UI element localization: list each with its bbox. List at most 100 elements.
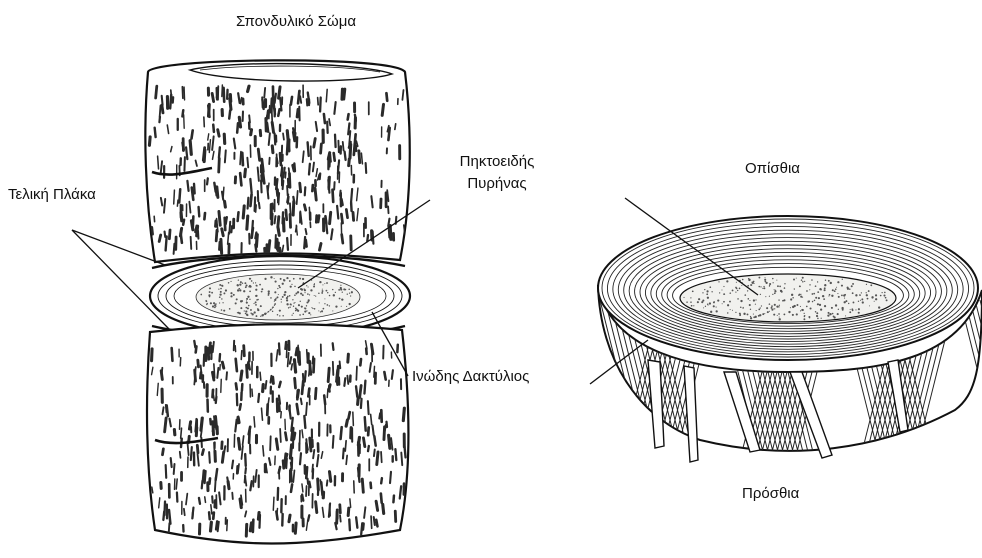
nucleus-speckle [292,299,293,300]
bone-texture-stroke [343,449,344,459]
nucleus-speckle [282,283,284,285]
nucleus-speckle [295,302,296,303]
nucleus-speckle [214,305,215,306]
nucleus-speckle [779,316,780,317]
bone-texture-stroke [201,438,202,447]
nucleus-speckle [753,299,755,301]
nucleus-speckle [862,301,864,303]
bone-texture-stroke [318,98,319,105]
nucleus-speckle [315,295,316,296]
bone-texture-stroke [381,478,382,483]
nucleus-speckle [238,279,239,280]
bone-texture-stroke [199,498,200,504]
nucleus-speckle [230,292,232,294]
upper-vertebral-body [145,60,409,262]
bone-texture-stroke [307,99,308,105]
nucleus-speckle [306,310,307,311]
nucleus-speckle [796,313,798,315]
nucleus-speckle [771,307,773,309]
nucleus-speckle [283,294,285,296]
nucleus-speckle [773,308,774,309]
nucleus-speckle [788,311,790,313]
bone-texture-stroke [166,236,167,250]
bone-texture-stroke [252,389,253,396]
bone-texture-stroke [196,346,197,352]
bone-texture-stroke [224,88,225,102]
bone-texture-stroke [161,161,162,173]
bone-texture-stroke [279,382,280,387]
bone-texture-stroke [350,499,351,507]
nucleus-speckle [294,294,296,296]
nucleus-speckle [229,308,231,310]
bone-texture-stroke [371,516,372,528]
nucleus-speckle [255,295,257,297]
nucleus-speckle [291,314,292,315]
nucleus-speckle [884,292,886,294]
bone-texture-stroke [216,230,217,241]
nucleus-speckle [255,289,257,291]
bone-texture-stroke [374,366,375,377]
nucleus-speckle [723,301,725,303]
nucleus-speckle [828,280,830,282]
nucleus-speckle [723,293,725,295]
nucleus-speckle [298,304,300,306]
bone-texture-stroke [236,359,237,371]
nucleus-speckle [254,311,256,313]
nucleus-speckle [817,281,818,282]
bone-texture-stroke [356,386,357,397]
bone-texture-stroke [295,523,296,533]
nucleus-speckle [716,306,717,307]
nucleus-speckle [338,289,340,291]
bone-texture-stroke [218,130,219,136]
bone-texture-stroke [341,427,342,439]
nucleus-speckle [778,313,780,315]
nucleus-speckle [853,302,855,304]
bone-texture-stroke [275,235,276,248]
nucleus-speckle [318,292,320,294]
bone-texture-stroke [316,122,317,131]
bone-texture-stroke [316,502,317,513]
nucleus-speckle [822,295,824,297]
bone-texture-stroke [279,87,280,98]
bone-texture-stroke [225,201,226,207]
bone-texture-stroke [226,217,227,224]
nucleus-speckle [300,301,301,302]
bone-texture-stroke [184,509,185,515]
bone-texture-stroke [313,450,314,458]
nucleus-speckle [858,308,860,310]
bone-texture-stroke [345,441,346,451]
bone-texture-stroke [265,381,266,389]
nucleus-speckle [340,285,341,286]
nucleus-speckle [347,293,348,294]
vertebral-segment [145,60,410,543]
nucleus-speckle [306,285,307,286]
bone-texture-stroke [326,89,327,101]
bone-texture-stroke [390,226,391,240]
nucleus-speckle [253,282,254,283]
nucleus-speckle [835,304,837,306]
posterior-label: Οπίσθια [745,160,800,178]
nucleus-speckle [878,306,880,308]
nucleus-speckle [259,284,261,286]
bone-texture-stroke [198,454,199,466]
nucleus-speckle [209,287,211,289]
nucleus-speckle [872,297,873,298]
nucleus-speckle [235,302,237,304]
bone-texture-stroke [384,372,385,380]
nucleus-speckle [721,289,722,290]
bone-texture-stroke [250,481,251,490]
nucleus-speckle [841,285,843,287]
bone-texture-stroke [171,458,172,467]
nucleus-speckle [790,307,791,308]
nucleus-speckle [206,303,208,305]
nucleus-speckle [773,314,775,316]
bone-texture-stroke [211,505,212,514]
bone-texture-stroke [330,154,331,162]
nucleus-speckle [260,305,262,307]
bone-texture-stroke [383,504,384,513]
bone-texture-stroke [228,482,229,489]
nucleus-speckle [339,298,341,300]
bone-texture-stroke [361,153,362,164]
nucleus-speckle [326,290,328,292]
bone-texture-stroke [328,180,329,193]
